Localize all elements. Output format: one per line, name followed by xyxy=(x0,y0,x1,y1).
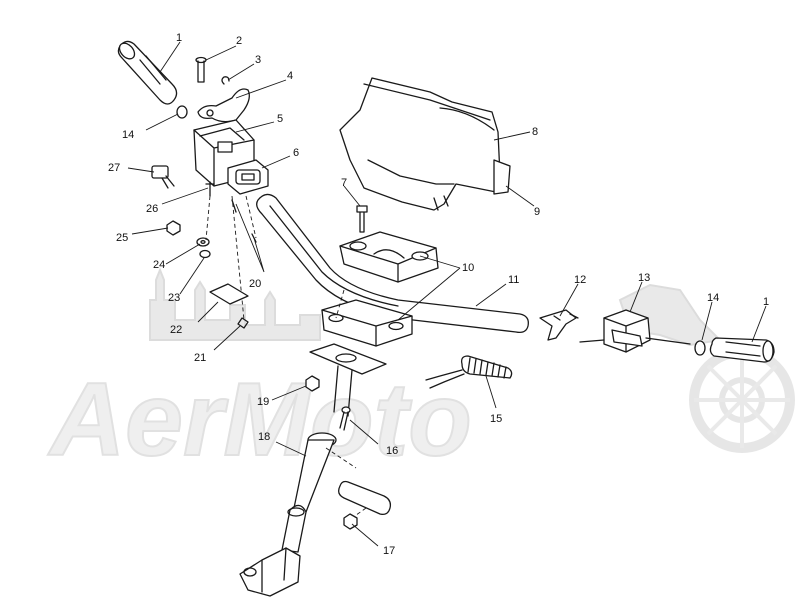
steering-plate xyxy=(309,343,387,417)
switch-module xyxy=(227,159,269,195)
callout-18: 18 xyxy=(258,431,270,443)
callout-14-right: 14 xyxy=(707,292,719,304)
clip xyxy=(221,76,230,85)
nut-25 xyxy=(166,220,181,236)
lock-washer-23 xyxy=(199,249,211,259)
callout-23: 23 xyxy=(168,292,180,304)
callout-5: 5 xyxy=(277,113,283,125)
visor xyxy=(493,159,511,195)
brake-housing xyxy=(579,309,691,353)
steering-post xyxy=(239,432,357,597)
callout-4: 4 xyxy=(287,70,293,82)
callout-1-right: 1 xyxy=(763,296,769,308)
callout-9: 9 xyxy=(534,206,540,218)
callout-22: 22 xyxy=(170,324,182,336)
tube-sleeve xyxy=(338,480,392,519)
nut-19 xyxy=(305,375,320,392)
right-grip xyxy=(709,337,775,363)
callout-11: 11 xyxy=(508,274,519,286)
pin xyxy=(195,56,207,83)
bolt-16 xyxy=(339,406,351,431)
throttle-lever xyxy=(197,88,250,123)
callout-6: 6 xyxy=(293,147,299,159)
mount-plate xyxy=(209,283,249,305)
callout-19: 19 xyxy=(257,396,269,408)
callout-10: 10 xyxy=(462,262,474,274)
bolt-7 xyxy=(356,205,368,233)
callout-2: 2 xyxy=(236,35,242,47)
callout-21: 21 xyxy=(194,352,206,364)
leader-lines xyxy=(127,41,767,547)
callouts: 1 2 3 4 5 6 7 8 9 10 11 12 13 14 14 1 15… xyxy=(108,32,769,557)
watermark-wheel xyxy=(689,347,795,453)
callout-13: 13 xyxy=(638,272,650,284)
kill-switch xyxy=(151,165,175,189)
parts xyxy=(117,40,775,597)
handlebar xyxy=(256,193,529,334)
bar-end-plug-right xyxy=(694,340,706,356)
watermark-skyline xyxy=(149,267,321,341)
callout-12: 12 xyxy=(574,274,586,286)
screws-20 xyxy=(231,199,257,243)
bar-end-plug-left xyxy=(176,105,188,119)
callout-17: 17 xyxy=(383,545,395,557)
headlight-cover xyxy=(339,77,501,211)
lower-clamp xyxy=(321,289,413,347)
callout-8: 8 xyxy=(532,126,538,138)
watermark: AerMoto xyxy=(46,267,795,479)
upper-clamp xyxy=(339,231,439,283)
callout-14-left: 14 xyxy=(122,129,134,141)
callout-1: 1 xyxy=(176,32,182,44)
left-grip xyxy=(117,40,178,105)
cable-bracket xyxy=(539,309,579,341)
callout-20: 20 xyxy=(249,278,261,290)
callout-27: 27 xyxy=(108,162,120,174)
screw-26 xyxy=(205,181,215,197)
callout-3: 3 xyxy=(255,54,261,66)
callout-7: 7 xyxy=(341,177,347,189)
watermark-text: AerMoto xyxy=(47,362,472,478)
callout-24: 24 xyxy=(153,259,165,271)
coil-element xyxy=(425,355,513,389)
callout-25: 25 xyxy=(116,232,128,244)
dashed-axis-left xyxy=(205,195,257,321)
callout-26: 26 xyxy=(146,203,158,215)
bolt-21 xyxy=(237,317,249,329)
callout-16: 16 xyxy=(386,445,398,457)
callout-15: 15 xyxy=(490,413,502,425)
